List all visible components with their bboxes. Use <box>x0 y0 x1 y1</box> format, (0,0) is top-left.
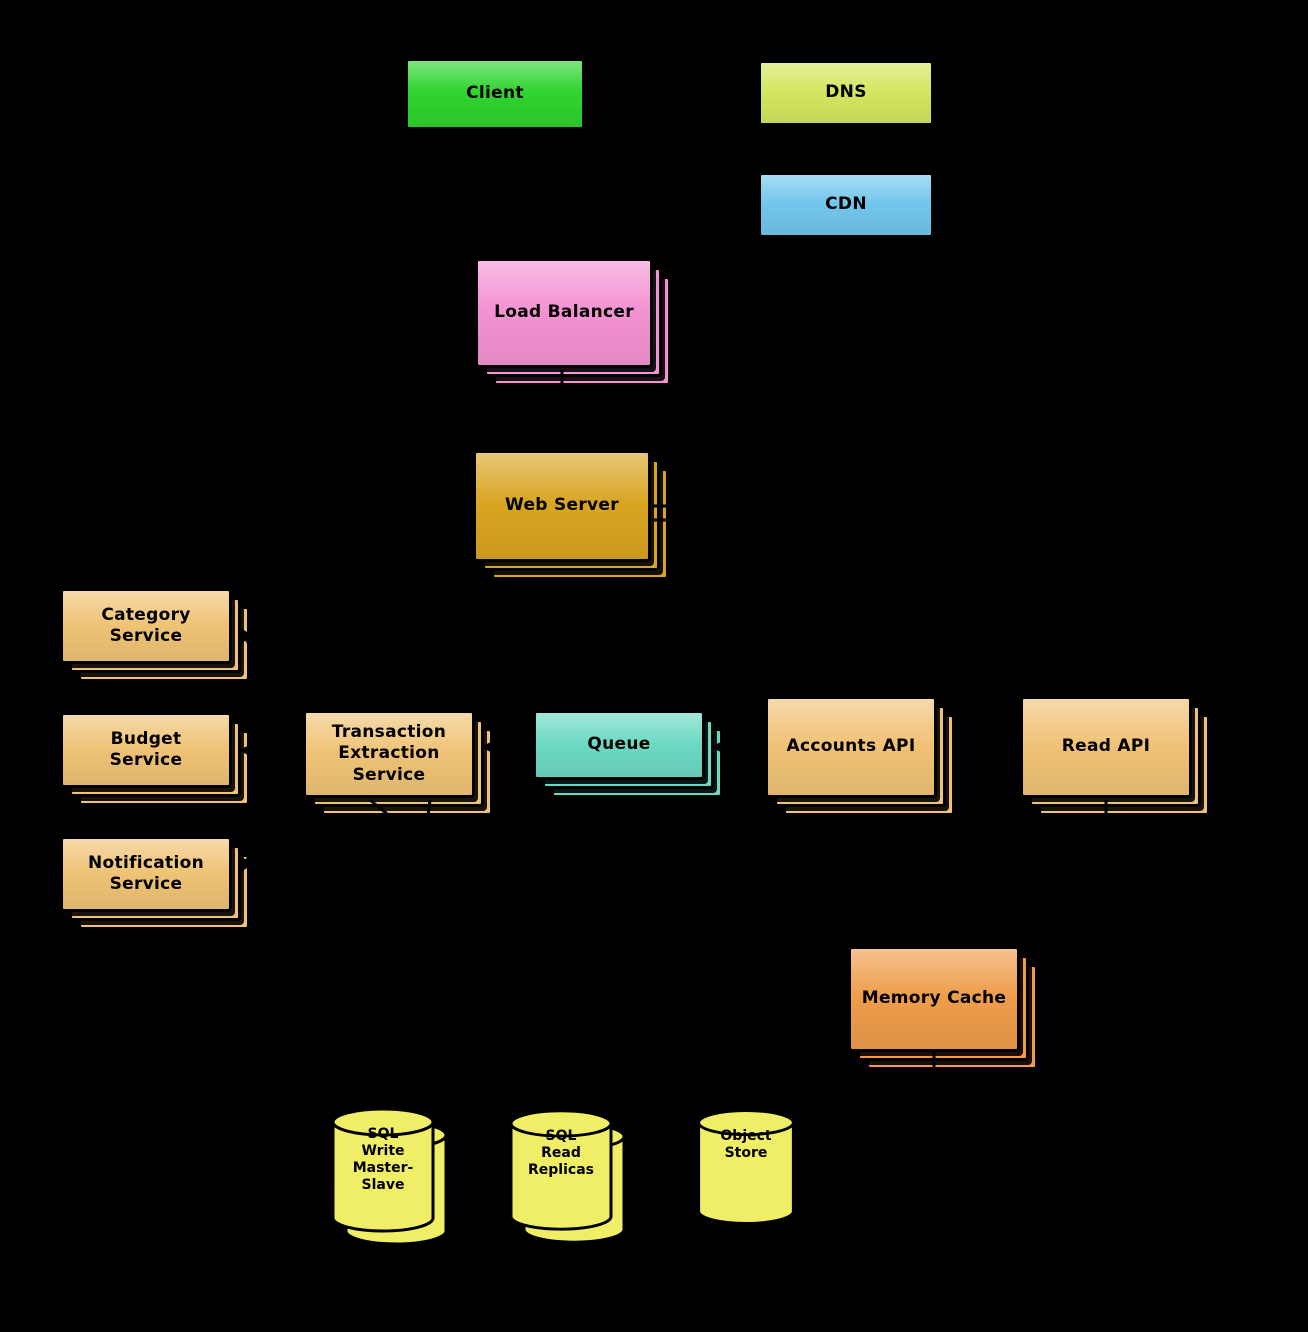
node-label: Load Balancer <box>494 302 634 323</box>
node-queue: Queue <box>533 710 723 798</box>
cylinder-shape <box>331 1107 435 1233</box>
connection-transaction-extraction-service-to-sql-write-master-slave <box>384 799 432 1102</box>
node-dns-box: DNS <box>758 60 934 126</box>
node-memory-cache: Memory Cache <box>848 946 1038 1070</box>
node-web-server-box: Web Server <box>473 450 651 562</box>
connection-client-to-load-balancer <box>493 131 550 254</box>
connection-web-server-to-read-api <box>652 518 1114 694</box>
node-sql-write-master-slave: SQL Write Master- Slave <box>327 1104 448 1246</box>
node-label: Category Service <box>101 604 191 646</box>
node-queue-box: Queue <box>533 710 705 780</box>
node-label: Accounts API <box>786 736 916 757</box>
node-label: Budget Service <box>109 728 183 770</box>
node-label: Transaction Extraction Service <box>331 722 447 785</box>
node-transaction-extraction-service: Transaction Extraction Service <box>303 710 493 816</box>
node-web-server: Web Server <box>473 450 669 580</box>
connection-client-to-cdn <box>588 100 754 213</box>
node-label: CDN <box>825 194 867 215</box>
node-accounts-api: Accounts API <box>765 696 955 816</box>
node-notification-service-box: Notification Service <box>60 836 232 912</box>
node-object-store: Object Store <box>693 1106 799 1228</box>
node-load-balancer-box: Load Balancer <box>475 258 653 368</box>
node-budget-service-box: Budget Service <box>60 712 232 788</box>
node-notification-service: Notification Service <box>60 836 250 930</box>
connection-read-api-to-memory-cache <box>926 800 1108 944</box>
connection-transaction-extraction-service-to-object-store <box>369 798 743 1104</box>
node-label: Client <box>466 83 524 104</box>
node-client: Client <box>405 58 585 130</box>
cylinder-shape <box>509 1109 613 1231</box>
node-budget-service: Budget Service <box>60 712 250 806</box>
node-dns: DNS <box>758 60 934 126</box>
node-transaction-extraction-service-box: Transaction Extraction Service <box>303 710 475 798</box>
node-read-api: Read API <box>1020 696 1210 816</box>
node-label: SQL Write Master- Slave <box>352 1126 414 1194</box>
node-cdn-box: CDN <box>758 172 934 238</box>
node-label: DNS <box>825 82 867 103</box>
node-category-service-box: Category Service <box>60 588 232 664</box>
node-read-api-box: Read API <box>1020 696 1192 798</box>
node-label: Queue <box>587 734 651 755</box>
node-label: Read API <box>1061 736 1151 757</box>
node-sql-read-replicas: SQL Read Replicas <box>505 1106 626 1244</box>
node-client-box: Client <box>405 58 585 130</box>
connection-web-server-to-accounts-api <box>652 504 859 694</box>
node-memory-cache-box: Memory Cache <box>848 946 1020 1052</box>
node-label: SQL Read Replicas <box>528 1128 594 1179</box>
node-label: Memory Cache <box>861 988 1007 1009</box>
node-load-balancer: Load Balancer <box>475 258 671 386</box>
node-accounts-api-box: Accounts API <box>765 696 937 798</box>
node-category-service: Category Service <box>60 588 250 682</box>
node-label: Notification Service <box>88 852 204 894</box>
node-label: Object Store <box>720 1128 772 1162</box>
node-label: Web Server <box>505 495 619 516</box>
cylinder-shape <box>697 1109 795 1225</box>
node-cdn: CDN <box>758 172 934 238</box>
